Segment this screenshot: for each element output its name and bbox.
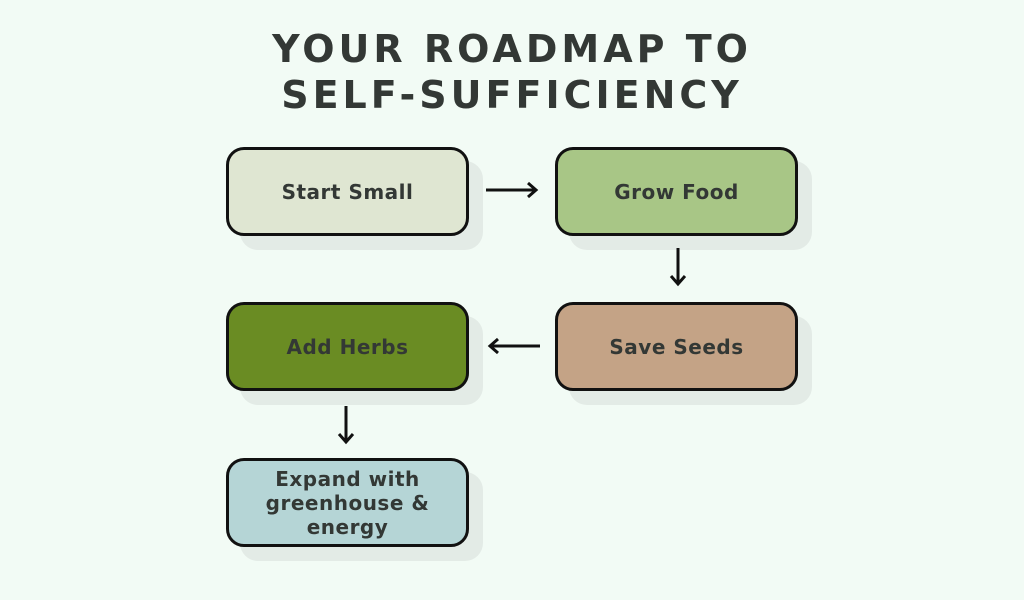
title-line: SELF-SUFFICIENCY (281, 73, 743, 117)
step-save-seeds: Save Seeds (555, 302, 798, 391)
arrow-left-icon (487, 337, 540, 355)
step-expand: Expand with greenhouse & energy (226, 458, 469, 547)
arrow-down-icon (337, 406, 355, 445)
title-line: YOUR ROADMAP TO (272, 27, 752, 71)
step-grow-food: Grow Food (555, 147, 798, 236)
step-add-herbs: Add Herbs (226, 302, 469, 391)
arrow-down-icon (669, 248, 687, 287)
step-start-small: Start Small (226, 147, 469, 236)
arrow-right-icon (486, 181, 539, 199)
